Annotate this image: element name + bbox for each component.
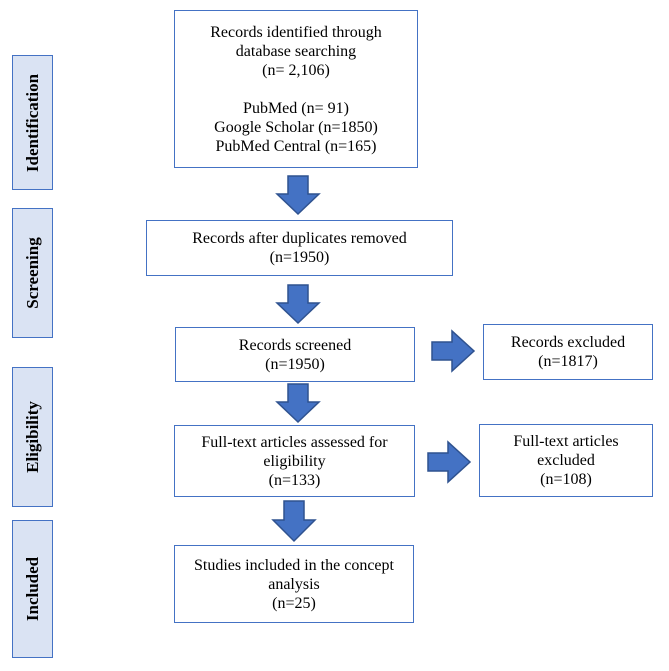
stage-screening: Screening <box>12 208 53 338</box>
stage-identification: Identification <box>12 55 53 190</box>
studies-included-text: Studies included in the concept analysis… <box>194 556 394 612</box>
down-arrow-icon <box>275 175 321 216</box>
fulltext-excluded-text: Full-text articles excluded (n=108) <box>513 433 619 488</box>
stage-eligibility-label: Eligibility <box>22 401 42 473</box>
stage-included: Included <box>12 520 53 658</box>
stage-included-label: Included <box>22 556 42 622</box>
records-sources-text: PubMed (n= 91) Google Scholar (n=1850) P… <box>214 99 378 155</box>
records-screened-box: Records screened (n=1950) <box>175 327 415 382</box>
records-screened-text: Records screened (n=1950) <box>238 336 352 373</box>
fulltext-assessed-box: Full-text articles assessed for eligibil… <box>174 425 415 497</box>
fulltext-excluded-box: Full-text articles excluded (n=108) <box>479 424 653 497</box>
records-excluded-box: Records excluded (n=1817) <box>483 324 653 380</box>
duplicates-removed-box: Records after duplicates removed (n=1950… <box>146 220 453 276</box>
right-arrow-icon <box>427 440 472 484</box>
fulltext-assessed-text: Full-text articles assessed for eligibil… <box>201 433 388 489</box>
down-arrow-icon <box>275 383 321 424</box>
records-excluded-text: Records excluded (n=1817) <box>510 334 626 370</box>
stage-screening-label: Screening <box>22 237 42 309</box>
records-identified-box: Records identified through database sear… <box>174 10 418 168</box>
duplicates-removed-text: Records after duplicates removed (n=1950… <box>192 230 407 266</box>
down-arrow-icon <box>271 500 317 543</box>
stage-identification-label: Identification <box>22 73 42 172</box>
records-identified-text: Records identified through database sear… <box>210 23 382 79</box>
stage-eligibility: Eligibility <box>12 367 53 507</box>
down-arrow-icon <box>275 284 321 325</box>
right-arrow-icon <box>431 329 476 373</box>
studies-included-box: Studies included in the concept analysis… <box>174 545 414 623</box>
